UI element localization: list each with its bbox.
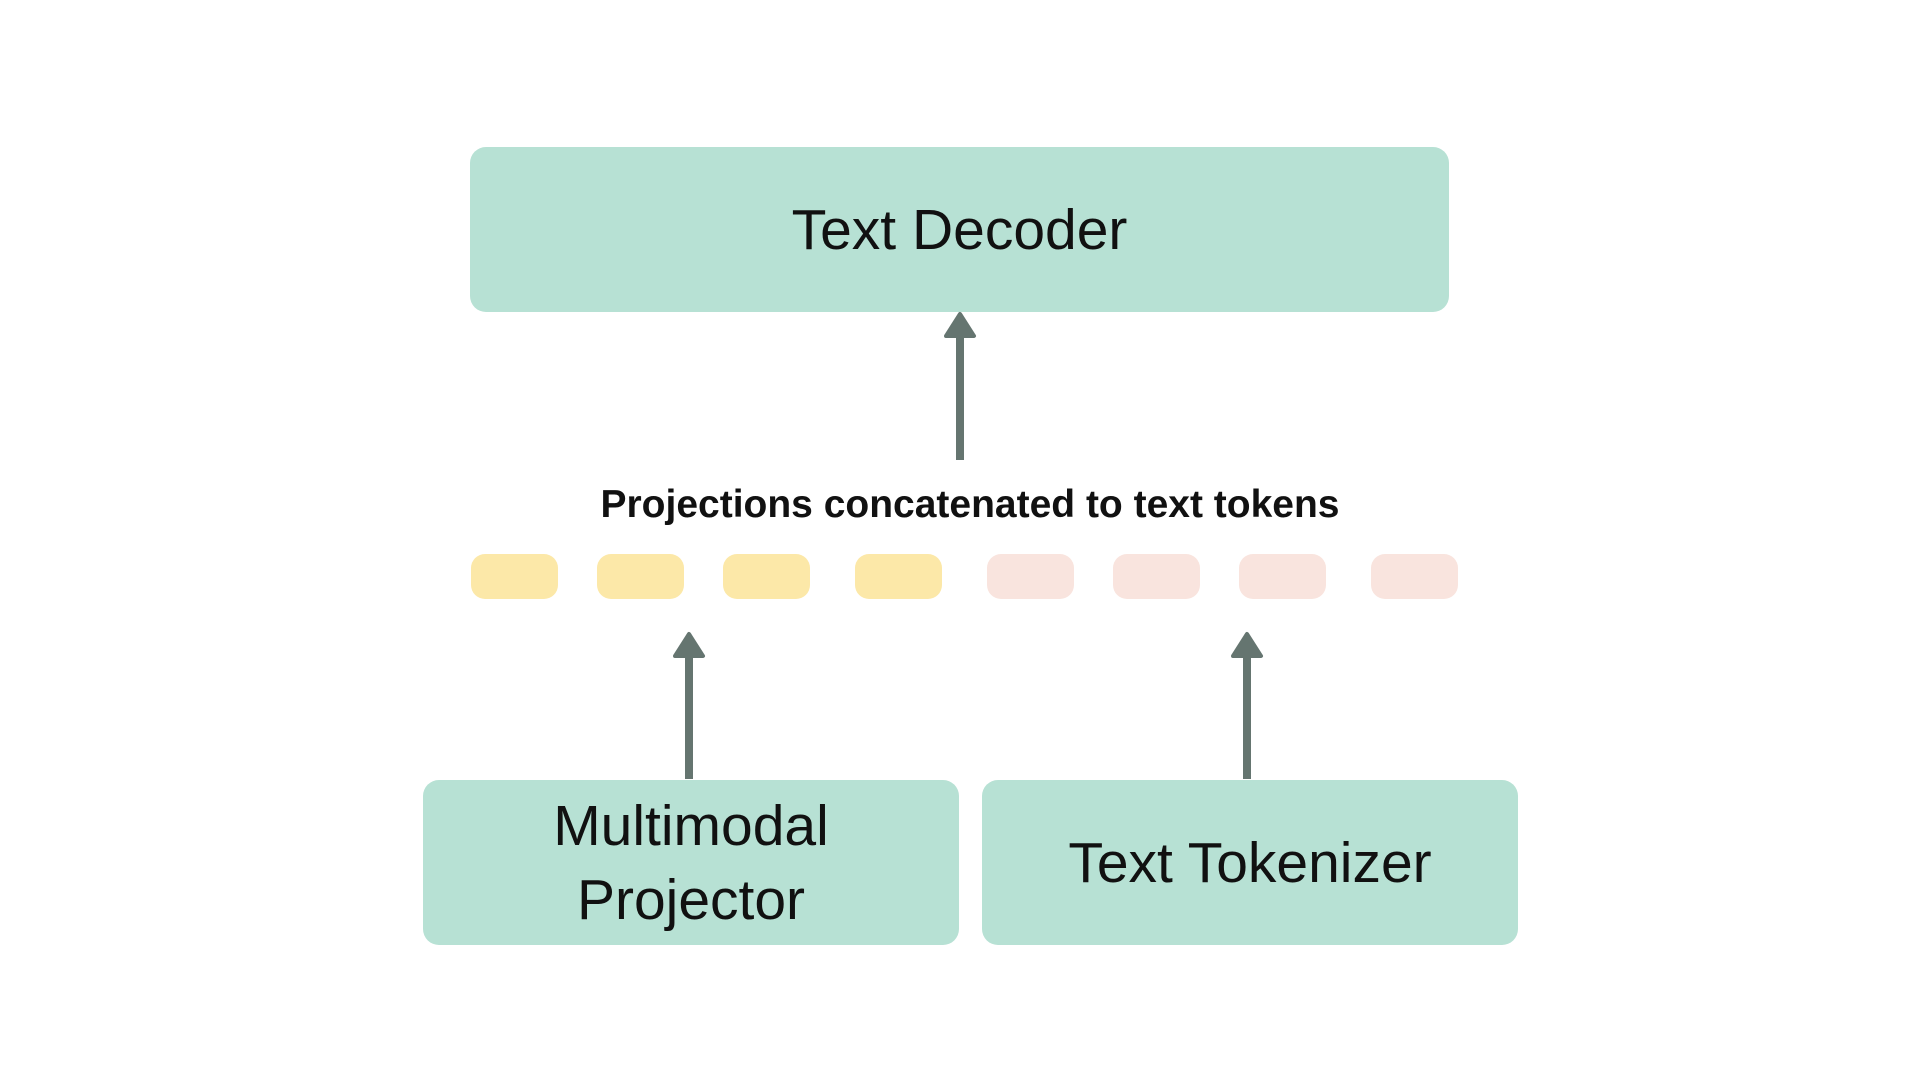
image-token-2 <box>597 554 684 599</box>
multimodal-projector-box: Multimodal Projector <box>423 780 959 945</box>
text-token-2 <box>1113 554 1200 599</box>
tokenizer-arrow <box>1231 632 1263 779</box>
image-token-4 <box>855 554 942 599</box>
text-tokenizer-box: Text Tokenizer <box>982 780 1518 945</box>
text-tokenizer-label: Text Tokenizer <box>1068 830 1432 895</box>
projector-arrow <box>673 632 705 779</box>
decoder-arrow <box>944 312 976 460</box>
text-decoder-label: Text Decoder <box>791 197 1128 262</box>
concat-caption: Projections concatenated to text tokens <box>600 483 1340 526</box>
text-token-3 <box>1239 554 1326 599</box>
text-token-4 <box>1371 554 1458 599</box>
image-token-3 <box>723 554 810 599</box>
text-decoder-box: Text Decoder <box>470 147 1449 312</box>
text-token-1 <box>987 554 1074 599</box>
multimodal-projector-label: Multimodal Projector <box>553 793 829 932</box>
image-token-1 <box>471 554 558 599</box>
